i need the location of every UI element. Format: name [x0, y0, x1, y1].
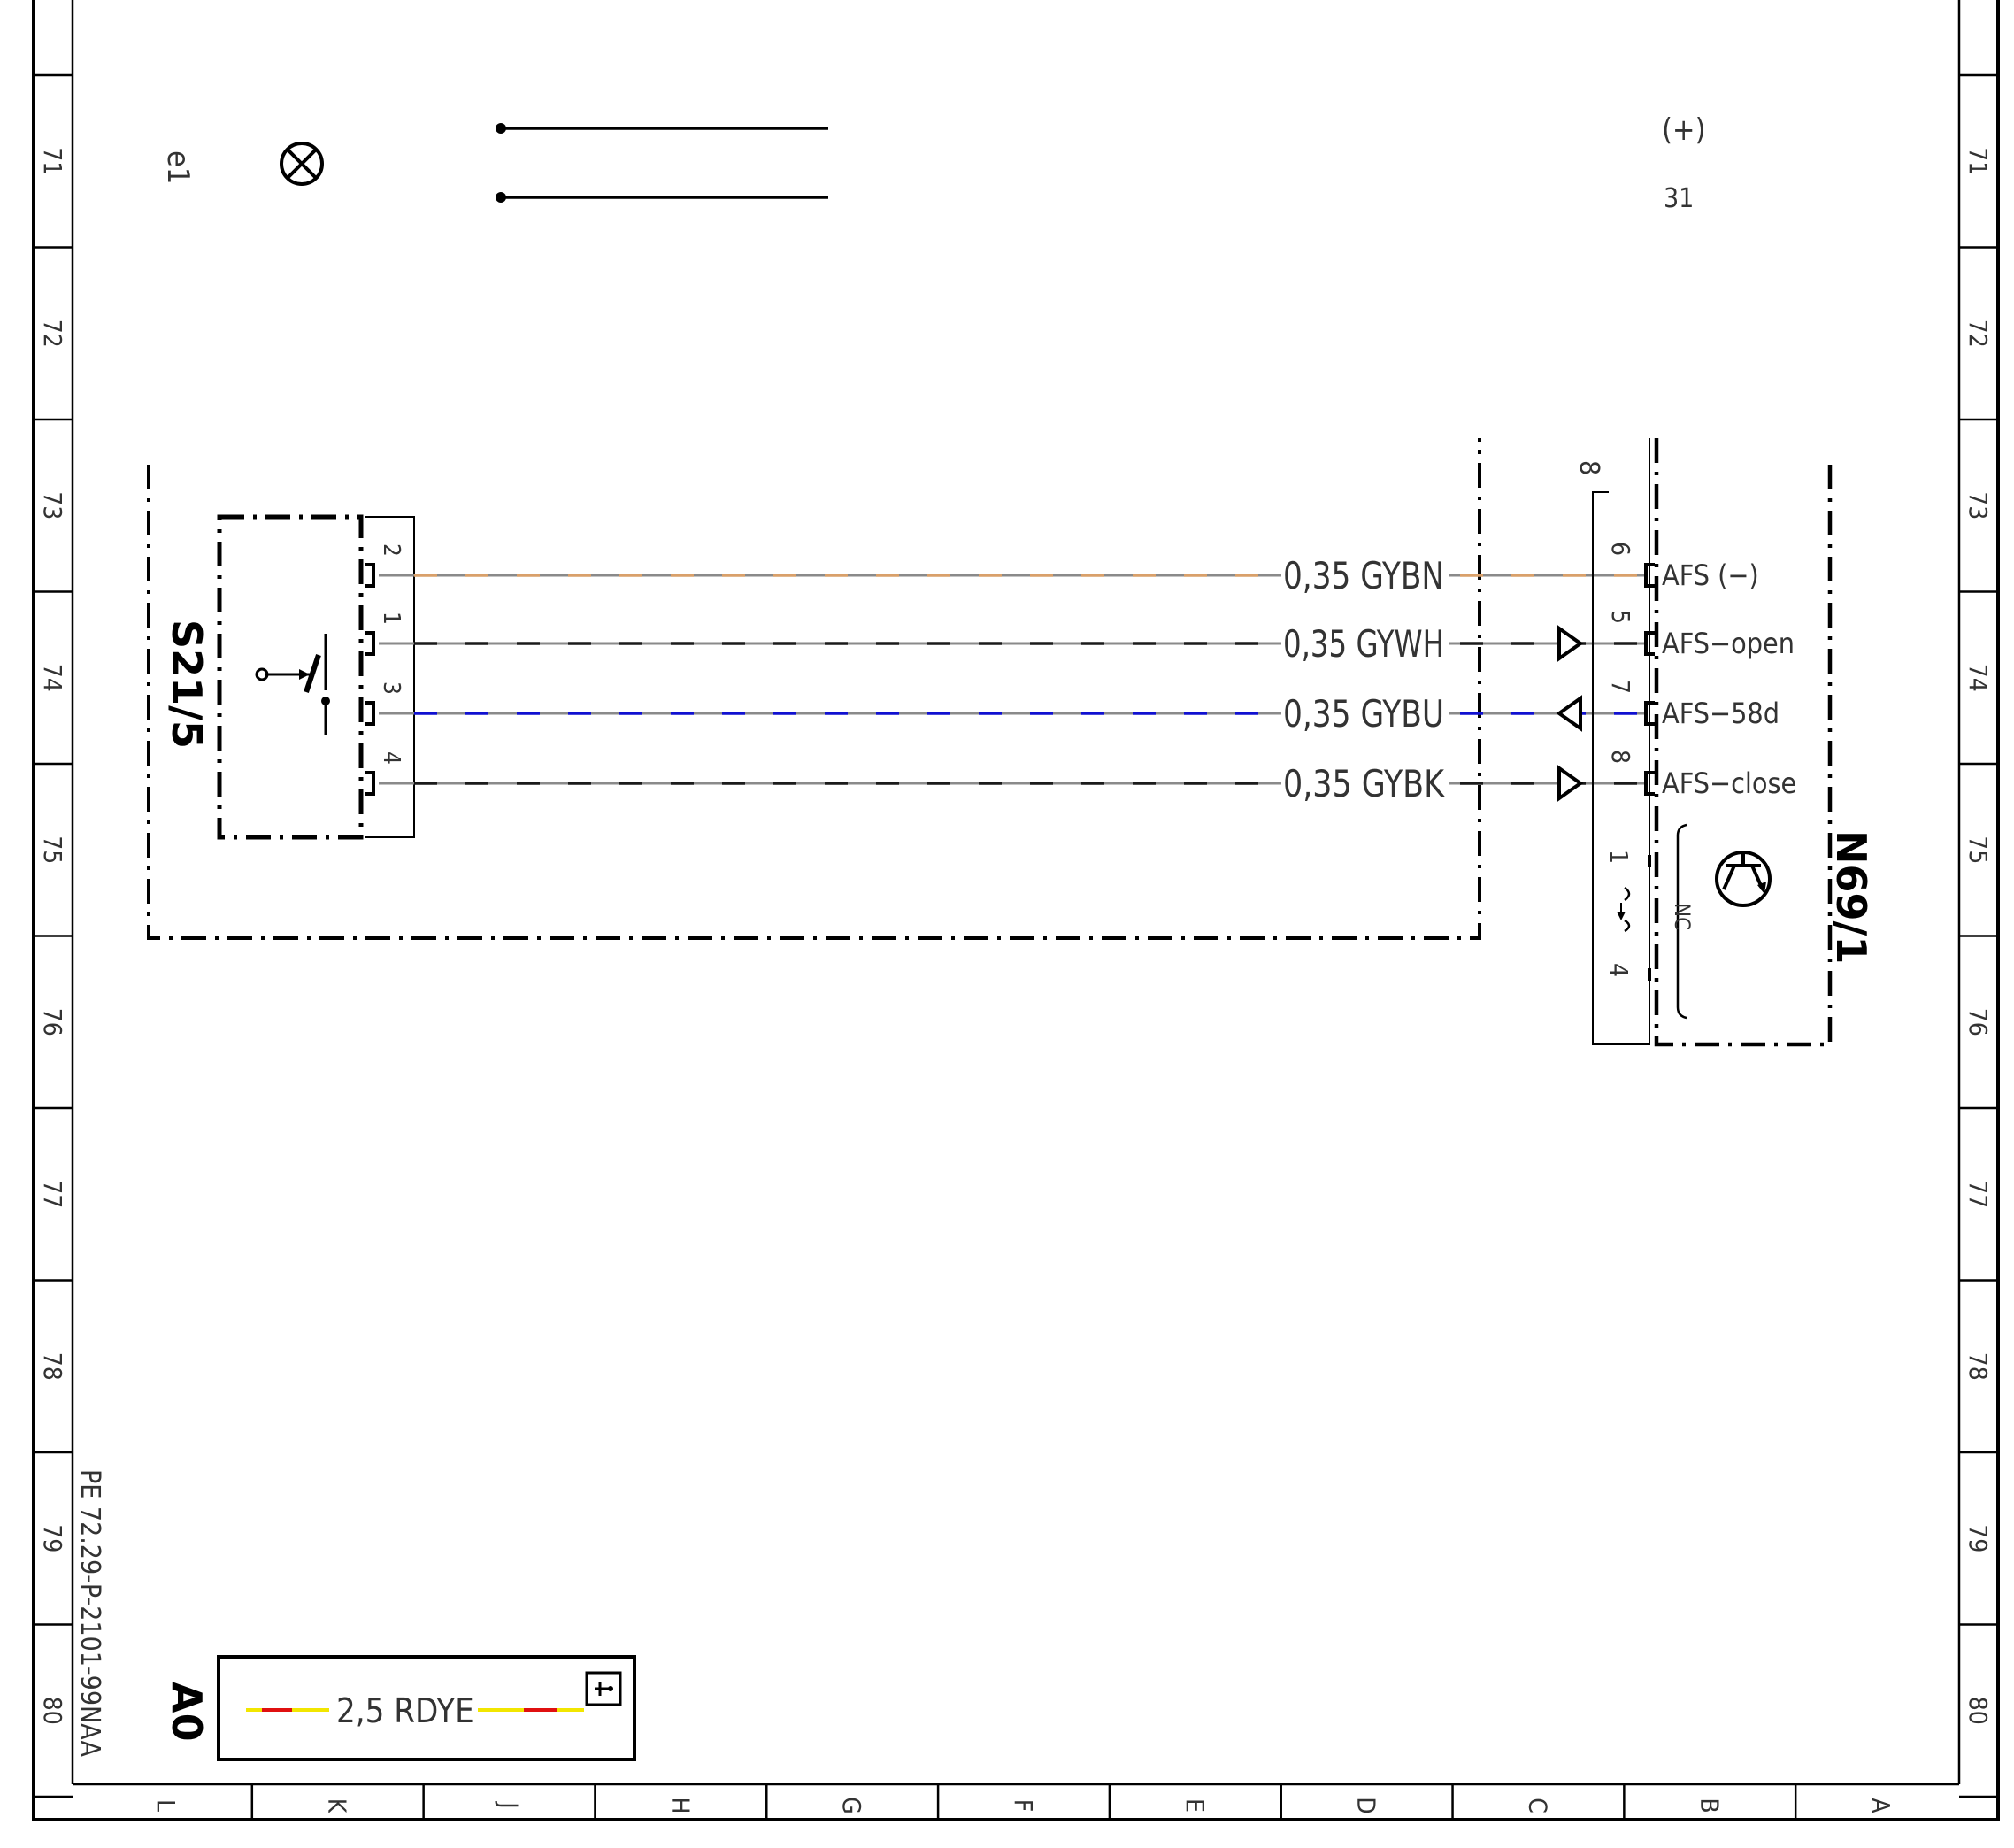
row-label-right: 77	[1964, 1180, 1993, 1208]
row-labels-left: 71 72 73 74 75 76 77 78 79 80	[38, 147, 67, 1725]
legend-box	[217, 1655, 636, 1761]
control-unit-pin-mark	[1644, 631, 1655, 656]
wire-direction-arrow	[1557, 765, 1584, 802]
nc-label: NC	[1670, 903, 1695, 930]
column-label: A	[1866, 1798, 1895, 1813]
row-label-left: 80	[38, 1697, 67, 1725]
control-unit-pin-number: 7	[1606, 680, 1635, 694]
lamp-label: e1	[160, 150, 196, 184]
row-label-left: 79	[38, 1524, 67, 1552]
switch-assembly-outline	[147, 438, 1481, 940]
column-label: J	[495, 1800, 524, 1808]
control-unit-signal: AFS−open	[1662, 627, 1795, 660]
control-unit-pins: 6 5 7 8	[1606, 542, 1655, 796]
row-label-left: 72	[38, 320, 67, 348]
column-ruler	[250, 1784, 1797, 1820]
control-unit-connector-bracket	[1592, 438, 1650, 1045]
row-ruler	[34, 73, 1998, 1798]
switch-pin-mark	[365, 771, 375, 796]
row-label-right: 72	[1964, 320, 1993, 348]
control-unit-pin-mark	[1644, 563, 1655, 588]
switch-pin-number: 2	[378, 543, 404, 557]
control-unit-signal: AFS−close	[1662, 766, 1796, 800]
control-unit-name: N69/1	[1827, 830, 1875, 964]
row-label-left: 78	[38, 1352, 67, 1381]
control-unit-pin-number: 6	[1606, 542, 1635, 556]
row-labels-right: 71 72 73 74 75 76 77 78 79 80	[1964, 147, 1993, 1725]
column-label: E	[1180, 1798, 1210, 1813]
row-label-right: 78	[1964, 1352, 1993, 1381]
row-label-left: 74	[38, 664, 67, 692]
column-label: C	[1523, 1798, 1552, 1813]
legend-wire-label: 2,5 RDYE	[336, 1691, 474, 1730]
wire-label: 0,35 GYBU	[1283, 692, 1444, 735]
row-label-right: 80	[1964, 1697, 1993, 1725]
row-label-right: 76	[1964, 1008, 1993, 1036]
column-label: B	[1695, 1798, 1724, 1813]
control-unit-extra-pin-4: 4	[1604, 963, 1633, 977]
transistor-icon	[1715, 851, 1772, 907]
column-label: F	[1009, 1799, 1038, 1813]
row-label-right: 73	[1964, 491, 1993, 520]
switch-pin-mark	[365, 701, 375, 726]
switch-pin-number: 4	[378, 751, 404, 765]
control-unit-extra-pin-1: 1	[1604, 850, 1633, 864]
row-label-right: 74	[1964, 664, 1993, 692]
switch-pin-number: 3	[378, 681, 404, 695]
column-label: L	[151, 1799, 181, 1812]
switch-name: S21/5	[163, 620, 211, 749]
control-unit-pin-mark	[1644, 771, 1655, 796]
legend-title: A0	[163, 1682, 211, 1742]
switch-pin-mark	[365, 563, 375, 588]
info-icon	[585, 1671, 622, 1706]
control-unit-signal: AFS (−)	[1662, 558, 1759, 592]
column-label: H	[665, 1798, 695, 1814]
switch-pin-marks	[365, 563, 375, 796]
switch-pin-bracket	[365, 516, 415, 838]
wire-bundle: 0,35 GYBN 0,35 GYWH 0,35 GYBU 0,35 GYBK	[379, 554, 1644, 805]
document-code: PE 72.29-P-2101-99NAA	[74, 1469, 105, 1757]
control-unit-pin-number: 5	[1606, 610, 1635, 624]
control-unit-outline	[1654, 438, 1833, 1047]
switch-pins: 2 1 3 4	[378, 543, 404, 765]
column-label: D	[1352, 1797, 1381, 1813]
wire-direction-arrow	[1556, 695, 1582, 732]
wire-label: 0,35 GYWH	[1283, 622, 1444, 666]
wire-label: 0,35 GYBN	[1283, 554, 1444, 597]
wire-label: 0,35 GYBK	[1283, 762, 1445, 805]
row-label-left: 75	[38, 835, 67, 864]
row-label-left: 73	[38, 491, 67, 520]
row-label-right: 79	[1964, 1524, 1993, 1552]
pushbutton-switch-icon	[255, 634, 330, 735]
control-unit-connector-label: 8	[1573, 460, 1604, 475]
wire-direction-arrow	[1557, 625, 1584, 662]
terminal-plus-label: (+)	[1662, 112, 1706, 148]
column-label: K	[323, 1798, 352, 1814]
terminal-31-label: 31	[1664, 183, 1694, 214]
row-label-right: 75	[1964, 835, 1993, 864]
switch-component-box	[217, 514, 364, 840]
outer-frame	[32, 0, 2000, 1821]
switch-pin-number: 1	[378, 612, 404, 625]
column-label: G	[837, 1797, 866, 1814]
row-label-left: 76	[38, 1008, 67, 1036]
switch-pin-mark	[365, 631, 375, 656]
row-label-left: 71	[38, 147, 67, 175]
control-unit-signal: AFS−58d	[1662, 697, 1780, 730]
extra-pin-marks	[1617, 855, 1651, 981]
indicator-lamp-icon	[280, 142, 324, 186]
control-unit-pin-mark	[1644, 701, 1655, 726]
row-label-left: 77	[38, 1180, 67, 1208]
control-unit-pin-number: 8	[1606, 750, 1635, 764]
row-label-right: 71	[1964, 147, 1993, 175]
nc-bracket	[1676, 823, 1687, 1020]
